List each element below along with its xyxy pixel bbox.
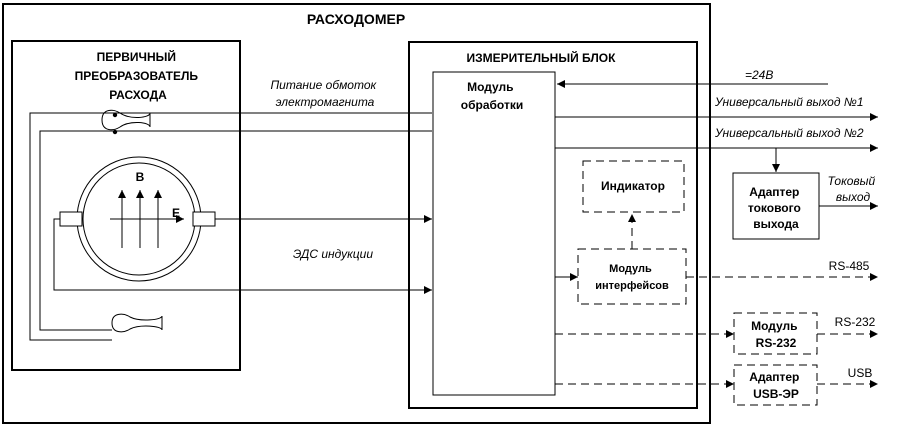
emf-wire-lower xyxy=(53,218,432,294)
interfaces-module-block xyxy=(577,248,687,305)
usb-label: USB xyxy=(848,366,873,380)
primary-converter-block xyxy=(11,40,241,371)
usb-adapter-label: Адаптер USB-ЭР xyxy=(749,370,802,401)
current-adapter-label: Адаптер токового выхода xyxy=(748,185,804,231)
field-e-label: E xyxy=(172,206,180,220)
usb-adapter-block xyxy=(733,364,818,406)
universal-output-1-label: Универсальный выход №1 xyxy=(714,95,864,109)
primary-converter-label: ПЕРВИЧНЫЙ ПРЕОБРАЗОВАТЕЛЬ РАСХОДА xyxy=(75,49,202,102)
measuring-unit-block xyxy=(408,41,698,409)
winding-power-label: Питание обмоток электромагнита xyxy=(270,78,379,109)
processing-module-block xyxy=(432,71,556,396)
processing-module-label: Модуль обработки xyxy=(461,80,523,112)
current-output-label: Токовый выход xyxy=(827,174,878,204)
electrode-left xyxy=(59,211,83,227)
measuring-unit-label: ИЗМЕРИТЕЛЬНЫЙ БЛОК xyxy=(467,50,617,65)
rs485-label: RS-485 xyxy=(829,259,870,273)
coil-terminal-top xyxy=(112,112,118,118)
flowmeter-title: РАСХОДОМЕР xyxy=(307,11,405,27)
field-b-label: B xyxy=(136,170,145,184)
rs232-module-block xyxy=(733,312,818,355)
power-24v-label: =24В xyxy=(745,68,773,82)
lower-coil xyxy=(111,313,163,333)
interfaces-module-label: Модуль интерфейсов xyxy=(595,263,669,292)
rs232-module-label: Модуль RS-232 xyxy=(751,319,801,350)
indicator-label: Индикатор xyxy=(601,179,665,193)
flowmeter-frame xyxy=(2,3,711,424)
coil-power-wire-lower xyxy=(39,130,432,331)
indicator-block xyxy=(582,160,685,213)
induction-emf-label: ЭДС индукции xyxy=(293,247,373,261)
universal-output-2-label: Универсальный выход №2 xyxy=(714,126,864,140)
coil-power-wire-upper xyxy=(29,112,432,341)
electrode-right xyxy=(192,211,216,227)
coil-terminal-bottom xyxy=(112,129,118,135)
rs232-label: RS-232 xyxy=(835,315,876,329)
